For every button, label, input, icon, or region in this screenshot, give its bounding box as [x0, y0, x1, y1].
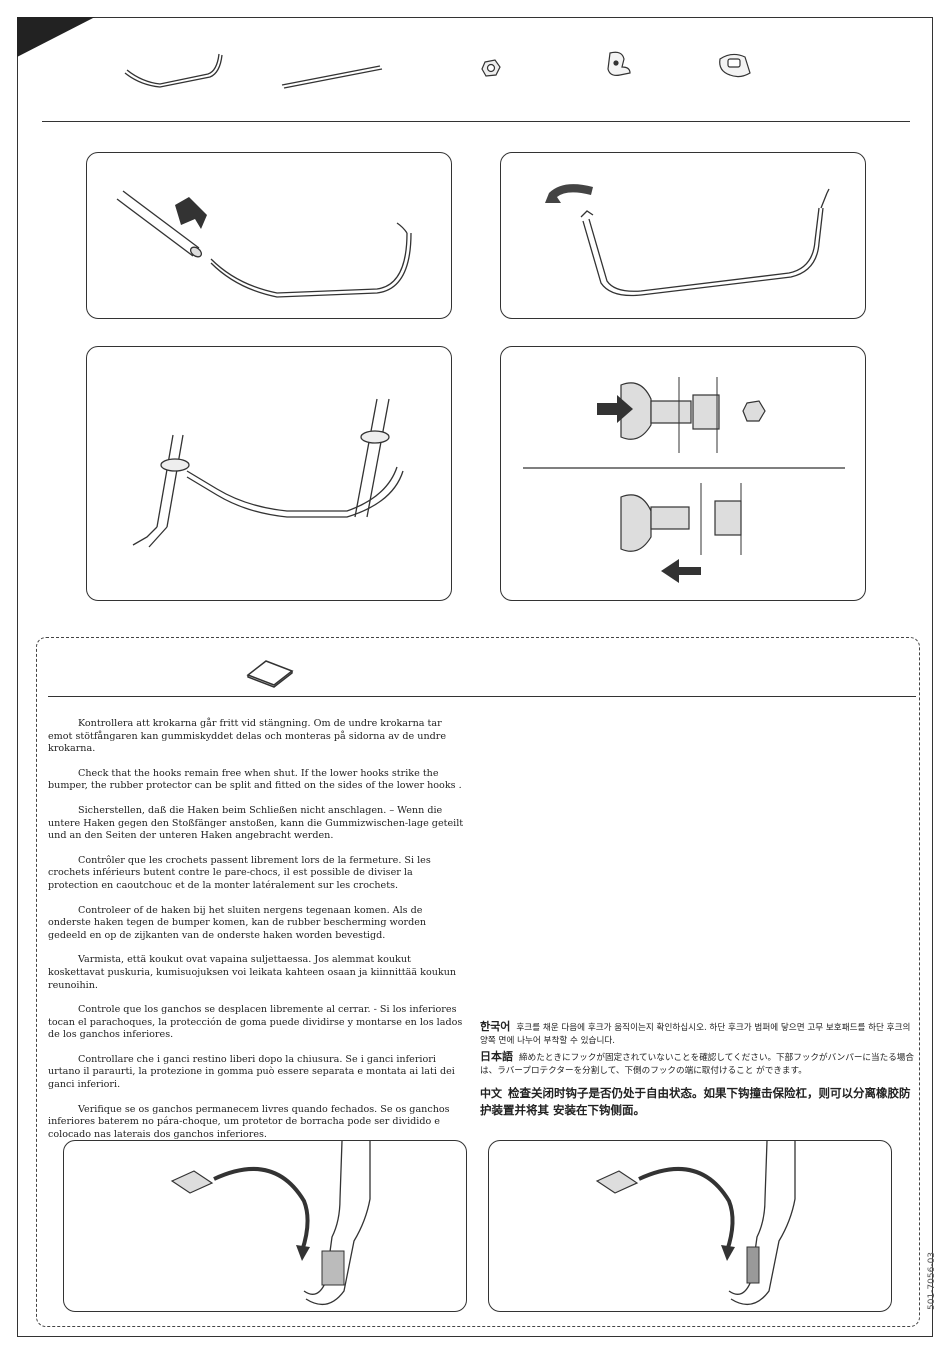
instruction-fr: Contrôler que les crochets passent libre… [48, 854, 431, 891]
rotate-arrow-icon [545, 184, 593, 203]
hook-illustration-left [170, 1141, 371, 1306]
instruction-es: Controle que los ganchos se desplacen li… [48, 1004, 463, 1041]
rubber-pad-icon [246, 660, 294, 688]
corner-tab [17, 17, 95, 57]
knob-part [607, 51, 631, 76]
ja-text: 締めたときにフックが固定されていないことを確認してください。下部フックがバンパー… [480, 1053, 914, 1076]
nut-part [481, 59, 501, 77]
divider-info [48, 696, 916, 697]
pull-arrow-icon [661, 559, 701, 583]
instruction-zh: 中文检查关闭时钩子是否仍处于自由状态。如果下钩撞击保险杠，则可以分离橡胶防护装置… [480, 1085, 920, 1119]
zh-label: 中文 [480, 1087, 502, 1100]
divider-top [42, 121, 910, 122]
hook-panel-right [488, 1140, 892, 1312]
instruction-text: Kontrollera att krokarna går fritt vid s… [48, 718, 464, 1153]
hook-illustration-right [595, 1141, 796, 1306]
instruction-nl: Controleer of de haken bij het sluiten n… [48, 904, 427, 941]
step-panel-4 [500, 346, 866, 601]
part-number: 501-7056-03 [927, 1251, 937, 1310]
page-frame [17, 17, 933, 1337]
bent-rod-part [124, 53, 223, 88]
arrow-icon [175, 197, 207, 229]
step-4-illustration [523, 377, 845, 583]
hook-panel-left [63, 1140, 467, 1312]
instruction-pt: Verifique se os ganchos permanecem livre… [48, 1103, 450, 1140]
instruction-sv: Kontrollera att krokarna går fritt vid s… [48, 718, 447, 755]
straight-rod-part [281, 65, 383, 89]
instruction-ja: 日本語締めたときにフックが固定されていないことを確認してください。下部フックがバ… [480, 1050, 920, 1078]
clamp-part [719, 53, 751, 78]
step-panel-2 [500, 152, 866, 319]
step-panel-1 [86, 152, 452, 319]
zh-text: 检查关闭时钩子是否仍处于自由状态。如果下钩撞击保险杠，则可以分离橡胶防护装置并将… [480, 1086, 911, 1117]
parts-list [124, 51, 751, 89]
instruction-fi: Varmista, että koukut ovat vapaina sulje… [48, 954, 457, 991]
step-2-illustration [545, 184, 830, 297]
ja-label: 日本語 [480, 1050, 513, 1063]
instruction-it: Controllare che i ganci restino liberi d… [48, 1053, 455, 1091]
instruction-en: Check that the hooks remain free when sh… [48, 767, 462, 792]
ko-text: 후크를 채운 다음에 후크가 움직이는지 확인하십시오. 하단 후크가 범퍼에 … [480, 1023, 911, 1046]
instruction-de: Sicherstellen, daß die Haken beim Schlie… [48, 804, 464, 842]
step-3-illustration [132, 398, 404, 548]
info-section [36, 637, 920, 1327]
ko-label: 한국어 [480, 1020, 511, 1033]
push-arrow-icon [597, 395, 633, 423]
step-panel-3 [86, 346, 452, 601]
step-1-illustration [116, 190, 412, 298]
